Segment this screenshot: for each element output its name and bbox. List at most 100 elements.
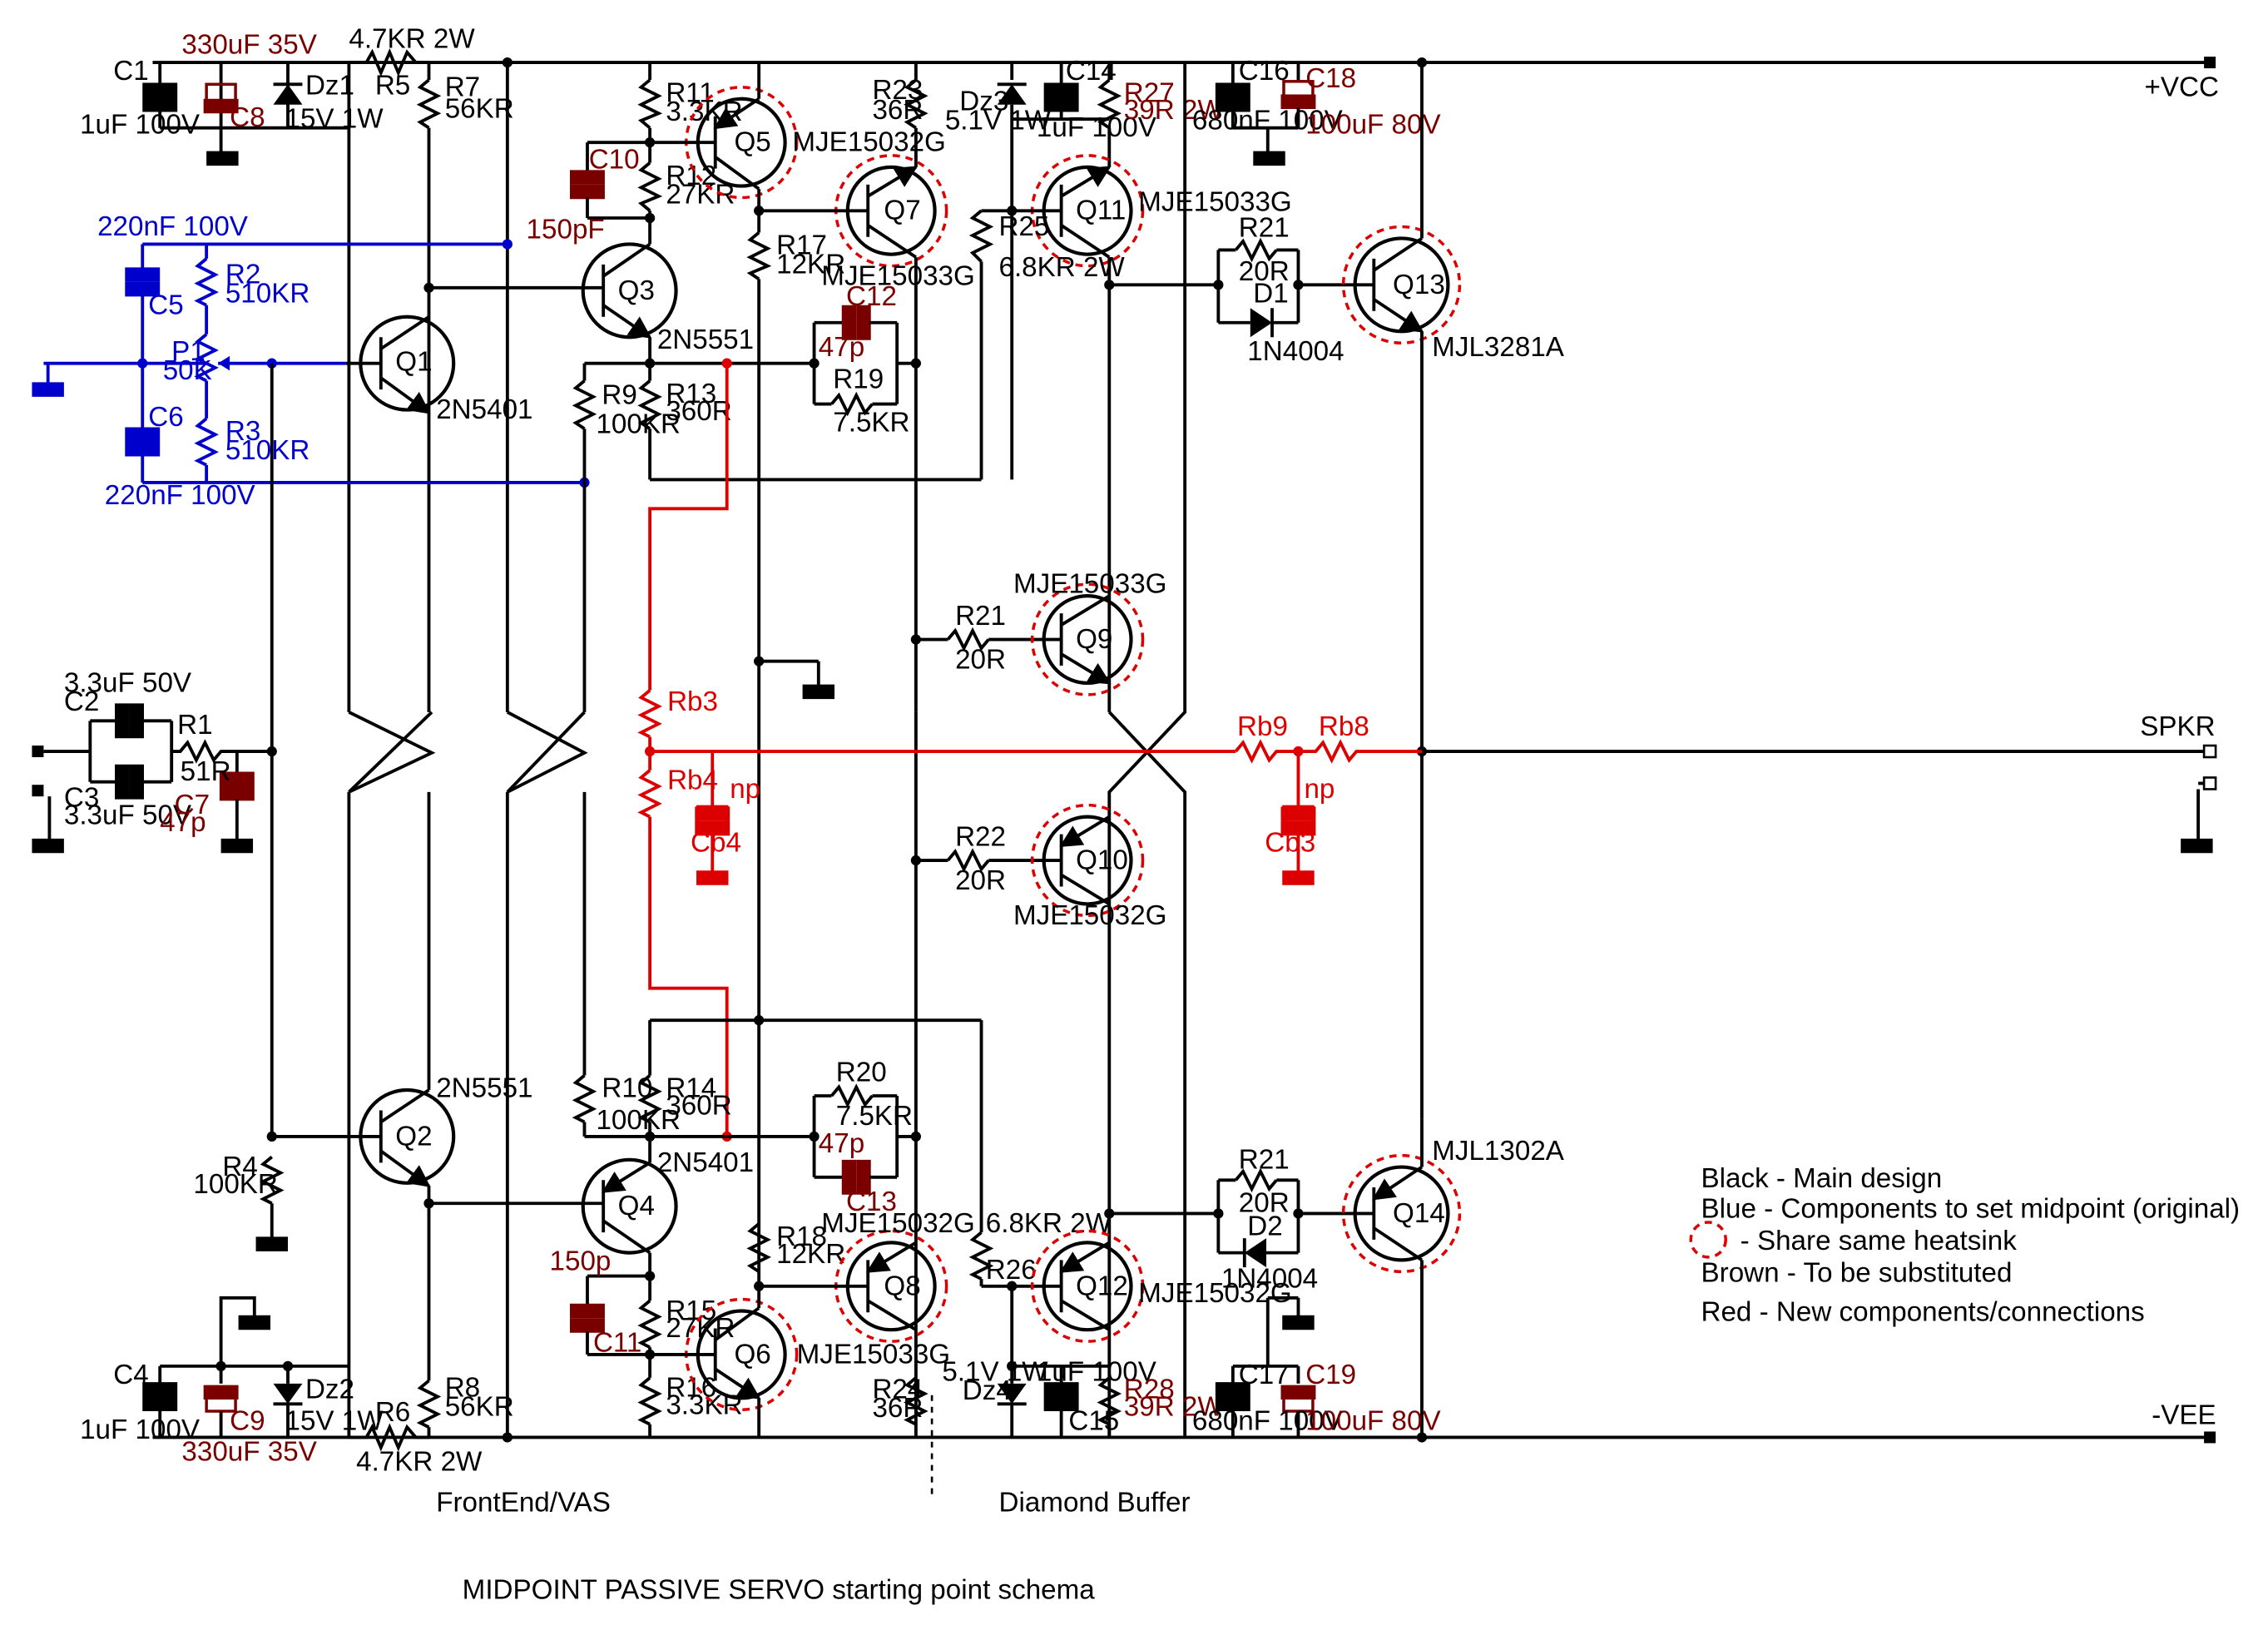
r23-resistor [904,78,928,130]
c6-label: C6 [148,402,183,433]
r7-value: 56KR [445,93,514,124]
q8-label: Q8 [884,1271,920,1301]
r15-resistor [637,1299,662,1349]
bottom-supply-filter [142,1296,349,1438]
d1-diode [1250,308,1273,338]
legend-blue: Blue - Components to set midpoint (origi… [1701,1194,2241,1225]
q2-type: 2N5551 [436,1073,532,1104]
r7-label: R7 [445,72,480,102]
c1-label: C1 [113,56,148,87]
r4-value: 100KR [193,1169,278,1200]
r21c-label: R21 [1239,1144,1290,1175]
r23-label: R23 [872,75,923,106]
r10-resistor [572,1074,597,1124]
legend-black: Black - Main design [1701,1163,1943,1194]
c11-value: 150p [550,1246,612,1277]
cross-3a [1107,711,1187,1438]
c13-value: 47p [819,1128,864,1159]
r28-resistor [1097,1376,1122,1426]
c1-value: 1uF 100V [80,110,200,141]
r16-resistor [637,1376,662,1426]
legend-red: Red - New components/connections [1701,1297,2145,1328]
c13-label: C13 [846,1187,897,1217]
rb9-label: Rb9 [1237,711,1288,742]
c19-value: 100uF 80V [1305,1406,1440,1437]
red-new-network [637,358,1422,1142]
cb4-value: np [730,774,760,805]
r14-resistor [637,1074,662,1124]
vcc-label: +VCC [2144,72,2218,102]
q11-label: Q11 [1076,196,1126,226]
r21a-label: R21 [1239,213,1290,244]
q10-heatsink-marker [1030,803,1145,918]
q6-type: MJE15033G [797,1339,951,1370]
dz3-label: Dz3 [959,87,1008,117]
c4-value: 1uF 100V [80,1415,200,1445]
q10-transistor [1042,815,1133,906]
cross-1b [348,711,433,794]
r9-value: 100KR [596,409,681,440]
q13-type: MJL3281A [1432,332,1565,363]
r14-label: R14 [666,1073,716,1104]
r19-value: 7.5KR [833,408,909,438]
q11-type: MJE15033G [1138,186,1292,217]
d2-diode [1244,1238,1267,1268]
legend-brown: Brown - To be substituted [1701,1258,2013,1289]
r27-resistor [1097,78,1122,130]
r25-value: 6.8KR 2W [998,252,1125,283]
legend-heatsink: - Share same heatsink [1741,1226,2018,1256]
q12-transistor [1042,1241,1133,1332]
q7-type: MJE15033G [821,260,975,291]
c5-value: 220nF 100V [97,211,248,242]
q14-label: Q14 [1393,1198,1445,1229]
legend-heatsink-icon [1689,1221,1727,1259]
c3-value: 3.3uF 50V [64,800,191,830]
dz4-value: 5.1V 1W [942,1356,1048,1387]
r27-value: 39R 2W [1124,95,1225,126]
c10-value: 150pF [527,214,605,245]
q5-type: MJE15032G [792,127,946,158]
r26-label: R26 [986,1255,1037,1286]
input-network [32,703,272,854]
r22-value: 20R [955,865,1006,896]
q4-label: Q4 [618,1191,655,1221]
r24-resistor [904,1376,928,1426]
c10-label: C10 [589,145,640,176]
r21a-value: 20R [1239,256,1290,287]
rb3-label: Rb3 [667,686,718,717]
c15-value: 1uF 100V [1037,1356,1156,1387]
r21a-resistor [1234,237,1278,263]
c7-label: C7 [175,790,210,820]
r22-resistor [946,848,990,873]
c18-label: C18 [1305,63,1356,94]
c16-value: 680nF 100V [1192,105,1343,136]
r21b-label: R21 [955,601,1006,632]
p1-value: 50K [163,355,212,386]
q4-type: 2N5401 [657,1147,754,1178]
r11-resistor [637,78,663,130]
d1-type: 1N4004 [1247,336,1344,367]
r3-value: 510KR [225,435,310,466]
cb3-label: Cb3 [1265,828,1315,859]
r22-label: R22 [955,822,1006,853]
rb8-label: Rb8 [1319,711,1369,742]
c6-value: 220nF 100V [105,480,255,511]
dz1-label: Dz1 [305,71,354,102]
q3-type: 2N5551 [657,325,754,355]
r8-value: 56KR [445,1391,514,1422]
r28-label: R28 [1124,1374,1175,1405]
r5-label: R5 [375,71,410,102]
r9-label: R9 [602,380,636,411]
r17-value: 12KR [776,249,845,280]
buffer-section-label: Diamond Buffer [998,1488,1190,1519]
r18-label: R18 [776,1221,827,1252]
d2-label: D2 [1247,1211,1282,1242]
r13-value: 360R [666,396,731,427]
r21b-resistor [946,627,990,652]
r7-resistor [416,78,442,130]
d1-label: D1 [1253,278,1288,309]
q12-label: Q12 [1076,1271,1128,1301]
c12-value: 47p [819,332,864,363]
c4-label: C4 [113,1360,148,1390]
